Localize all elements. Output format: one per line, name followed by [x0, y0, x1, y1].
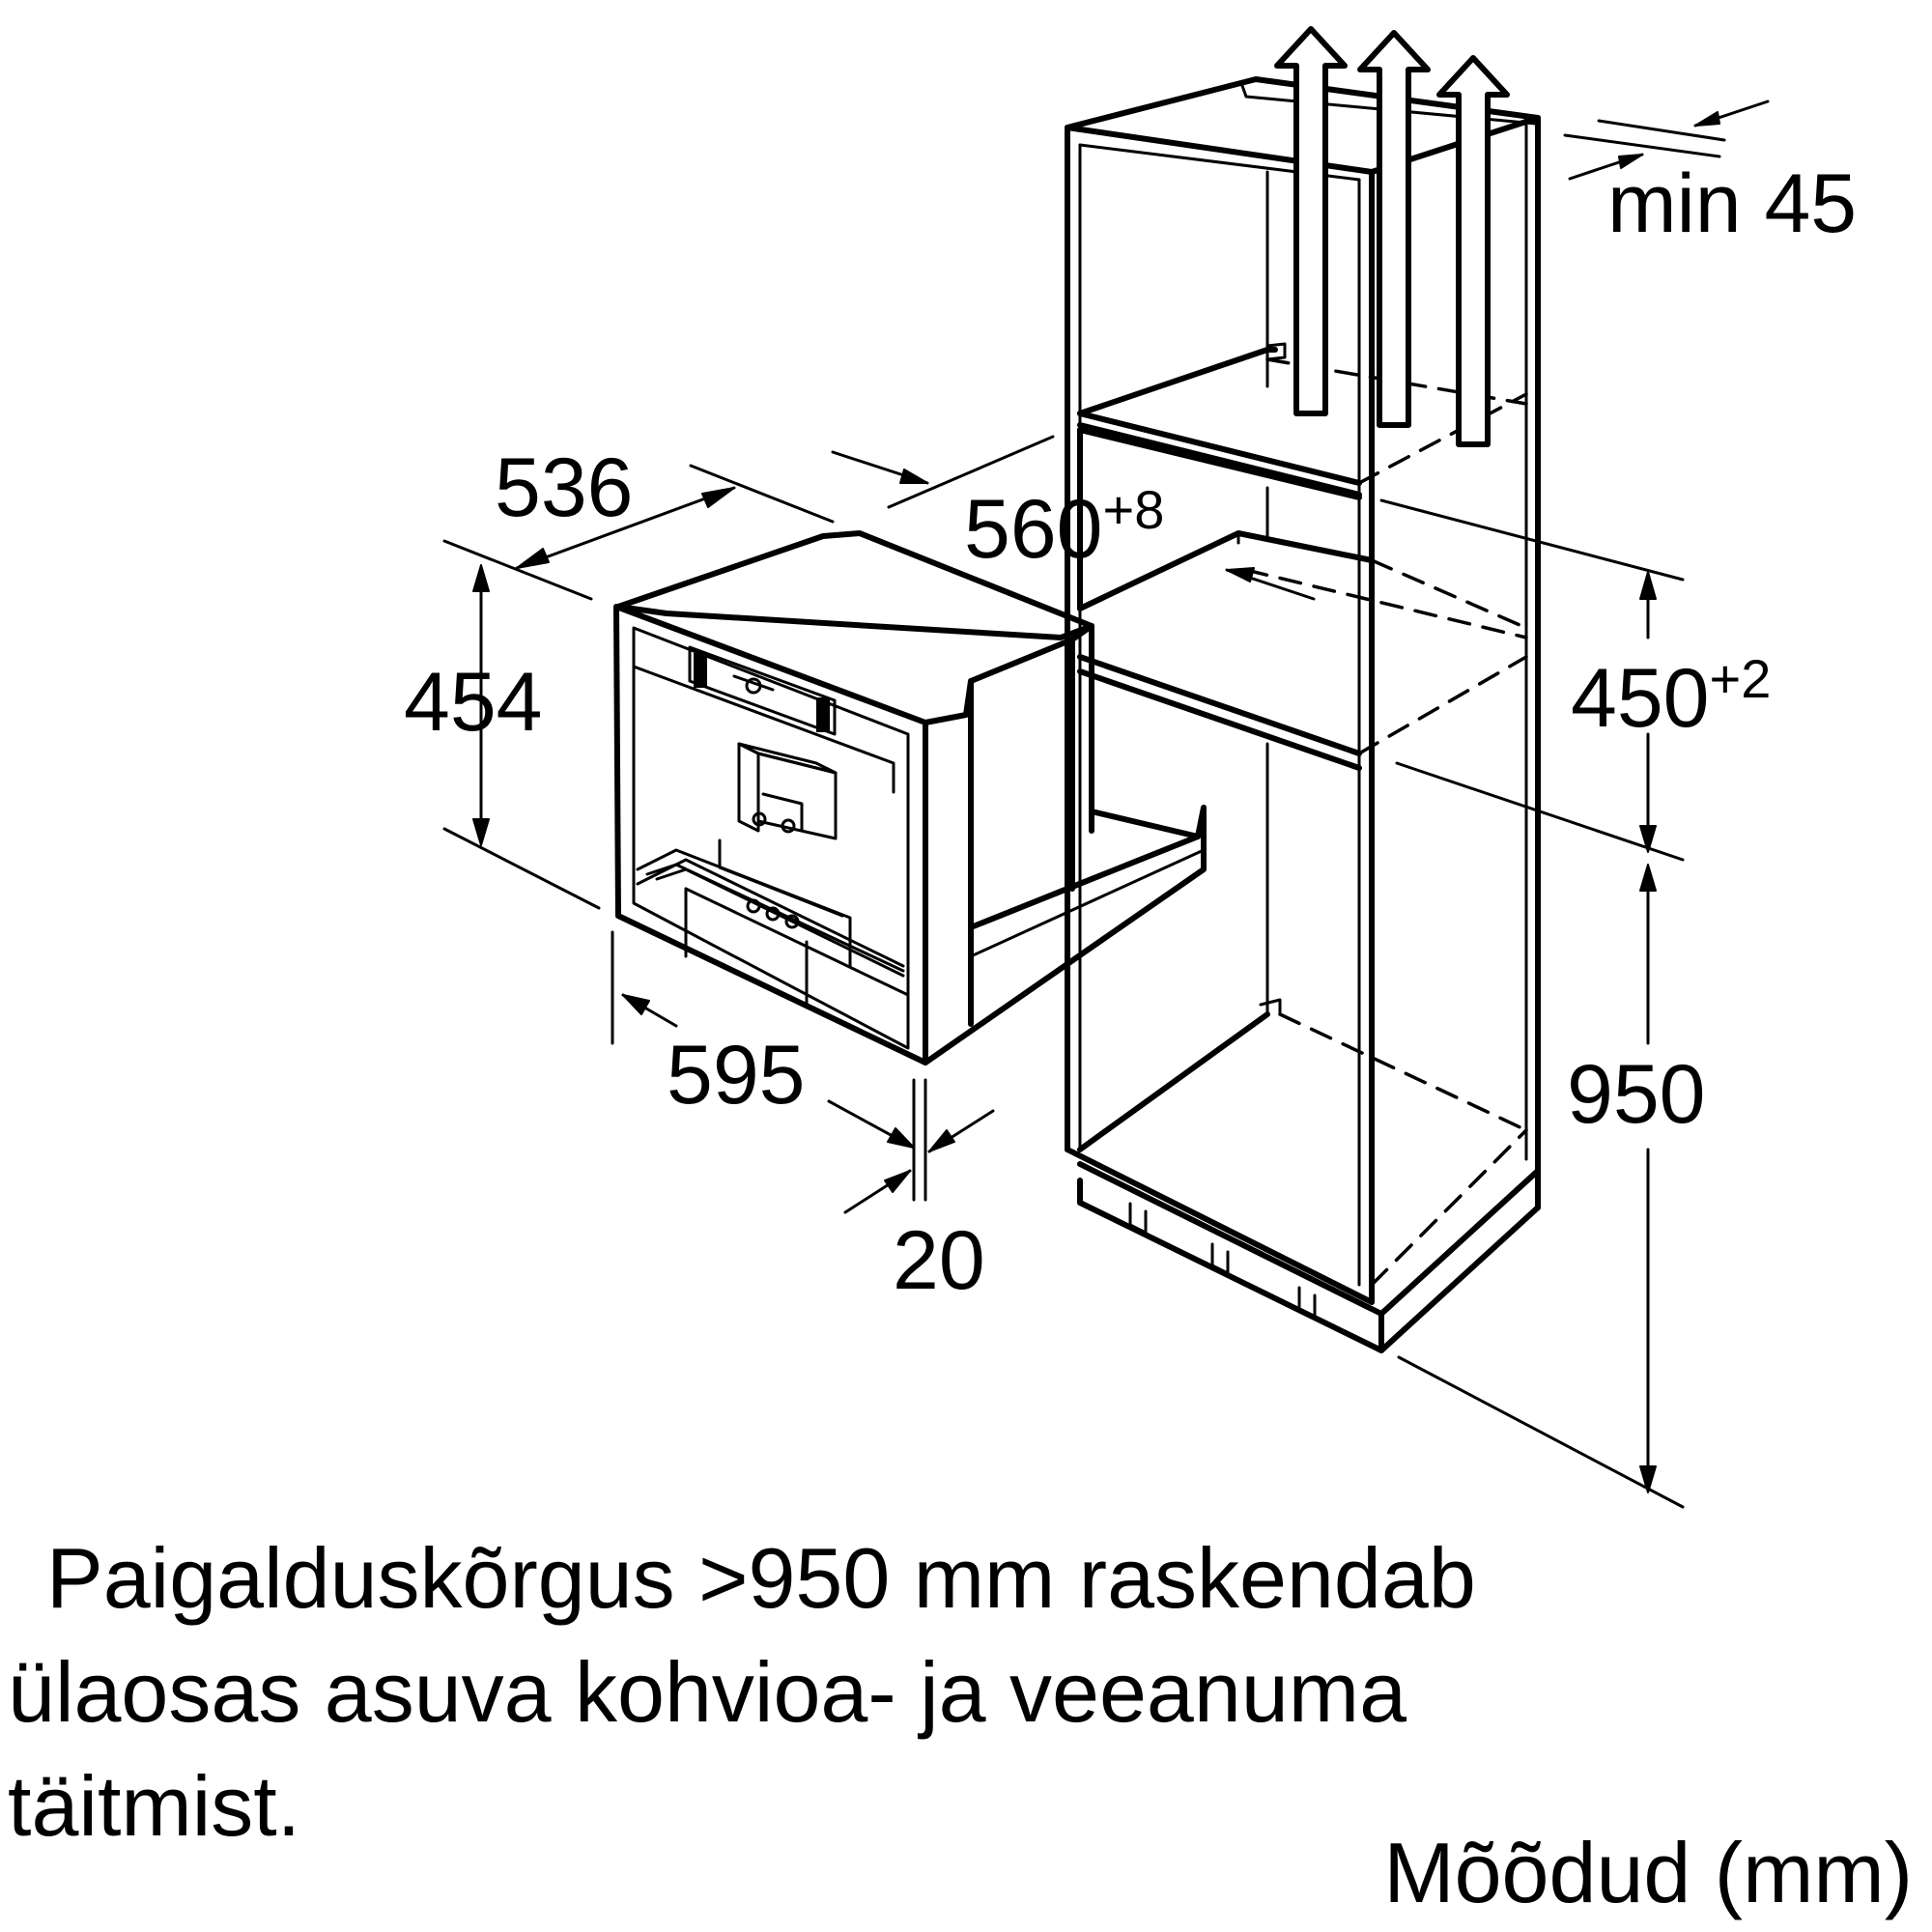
dim-560-base: 560	[964, 483, 1103, 576]
dim-560: 560+8	[964, 483, 1164, 572]
ventilation-arrows	[1274, 26, 1510, 447]
units-label: Mõõdud (mm)	[1383, 1825, 1913, 1920]
note-line-1: Paigalduskõrgus >950 mm raskendab	[46, 1530, 1476, 1626]
note-line-3: täitmist.	[8, 1758, 301, 1854]
note-line-2: ülaosas asuva kohvioa- ja veeanuma	[8, 1644, 1407, 1740]
vent-arrow-2	[1357, 30, 1431, 428]
dim-min-45: min 45	[1607, 157, 1858, 250]
dim-560-tolerance: +8	[1102, 479, 1165, 540]
dimension-lines	[442, 99, 1770, 1509]
coffee-spout	[756, 752, 838, 840]
dim-950: 950	[1567, 1048, 1706, 1141]
dim-450: 450+2	[1571, 652, 1771, 741]
dim-450-tolerance: +2	[1709, 648, 1772, 709]
dim-20: 20	[893, 1214, 985, 1307]
control-panel	[688, 645, 837, 736]
installation-note: Paigalduskõrgus >950 mm raskendab ülaosa…	[8, 1521, 1650, 1863]
dim-450-base: 450	[1571, 652, 1710, 745]
installation-diagram: min 45 536 560+8 454 450+2 950 595 20	[404, 26, 1858, 1509]
vent-arrow-3	[1436, 55, 1510, 447]
dim-454: 454	[404, 656, 543, 749]
dim-536: 536	[495, 441, 634, 534]
diagram-svg	[442, 26, 1770, 1509]
coffee-machine	[613, 530, 1207, 1065]
appliance-front-frame	[613, 604, 928, 1065]
dim-595: 595	[667, 1029, 806, 1122]
vent-arrow-1	[1274, 26, 1348, 416]
